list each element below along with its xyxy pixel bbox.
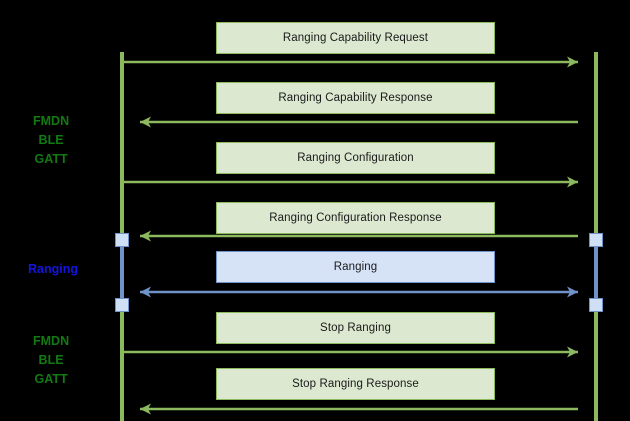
msg-ranging-capability-response-arrow <box>126 116 592 128</box>
msg-stop-ranging-response-label: Stop Ranging Response <box>292 378 419 390</box>
phase-ranging: Ranging <box>28 262 78 276</box>
msg-ranging-arrow <box>126 286 592 298</box>
activation-left-bar <box>120 240 124 305</box>
msg-ranging-capability-request-label: Ranging Capability Request <box>282 32 429 44</box>
activation-left-end-cap <box>115 298 129 312</box>
msg-ranging-label: Ranging <box>333 261 378 273</box>
msg-ranging-configuration-response-label: Ranging Configuration Response <box>269 212 442 224</box>
msg-ranging-capability-response-box[interactable]: Ranging Capability Response <box>216 82 495 114</box>
msg-stop-ranging-response-arrow <box>126 403 592 415</box>
msg-stop-ranging-label: Stop Ranging <box>320 322 391 334</box>
msg-ranging-box[interactable]: Ranging <box>216 251 495 283</box>
msg-ranging-capability-response-label: Ranging Capability Response <box>278 92 433 104</box>
activation-left-start-cap <box>115 233 129 247</box>
phase-gatt-top: FMDN BLE GATT <box>33 114 70 166</box>
msg-ranging-configuration-response-arrow <box>126 230 592 242</box>
msg-ranging-configuration-response-box[interactable]: Ranging Configuration Response <box>216 202 495 234</box>
msg-ranging-configuration-arrow <box>108 176 592 188</box>
msg-ranging-capability-request-box[interactable]: Ranging Capability Request <box>216 22 495 54</box>
phase-gatt-bottom: FMDN BLE GATT <box>33 334 70 386</box>
msg-ranging-configuration-label: Ranging Configuration <box>297 152 414 164</box>
activation-right-bar <box>594 240 598 305</box>
msg-ranging-configuration-box[interactable]: Ranging Configuration <box>216 142 495 174</box>
msg-stop-ranging-box[interactable]: Stop Ranging <box>216 312 495 344</box>
activation-right-start-cap <box>589 233 603 247</box>
activation-right-end-cap <box>589 298 603 312</box>
msg-stop-ranging-arrow <box>108 346 592 358</box>
msg-stop-ranging-response-box[interactable]: Stop Ranging Response <box>216 368 495 400</box>
msg-ranging-capability-request-arrow <box>108 56 592 68</box>
